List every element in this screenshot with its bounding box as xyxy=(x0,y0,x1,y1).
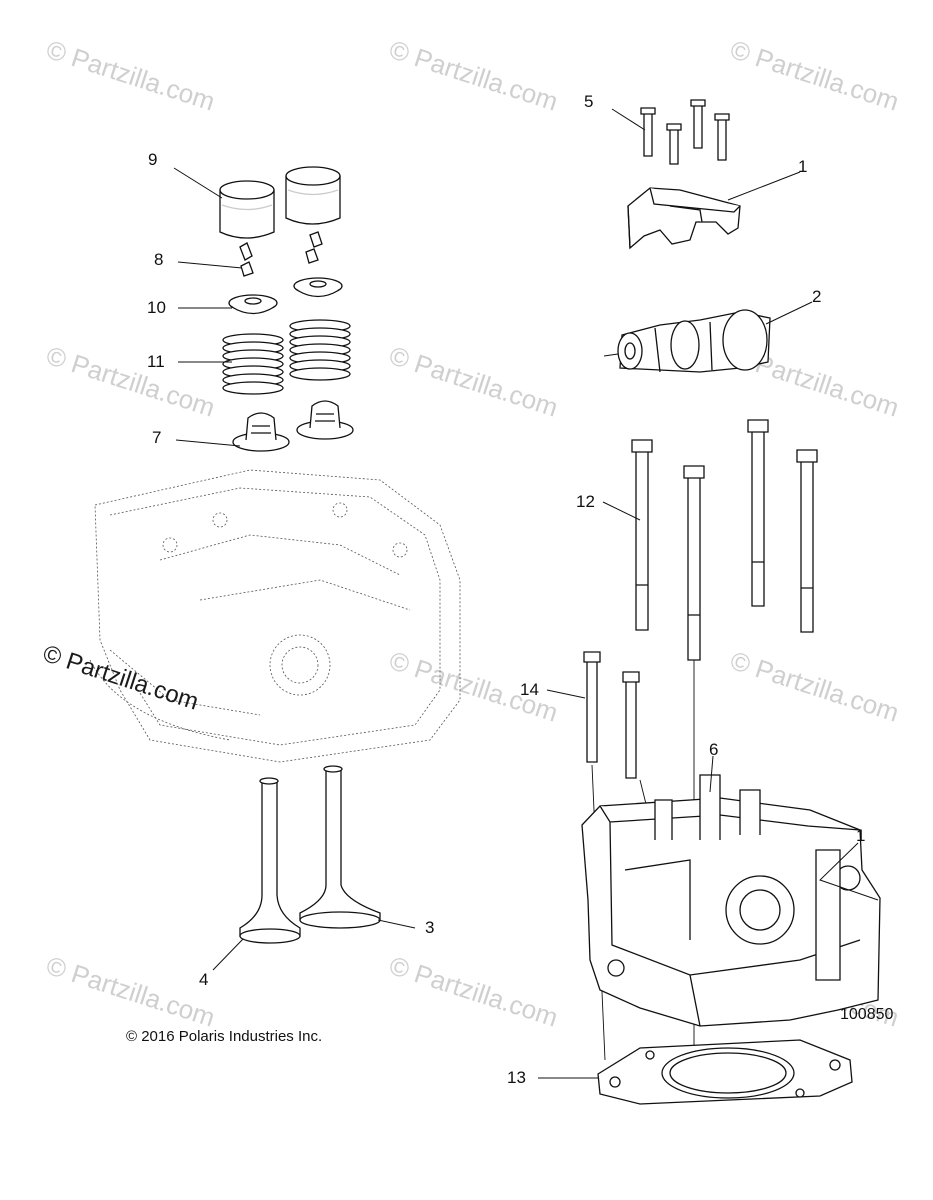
valve-spring-right xyxy=(289,319,351,381)
head-bolts-long xyxy=(631,419,818,661)
valve-spring-left xyxy=(222,333,284,395)
callout-2: 2 xyxy=(812,287,822,306)
copyright-notice: © 2016 Polaris Industries Inc. xyxy=(126,1028,323,1045)
callout-8: 8 xyxy=(154,250,164,269)
spring-coil xyxy=(222,381,284,395)
drawing-number: 100850 xyxy=(840,1006,894,1023)
callout-4: 4 xyxy=(199,970,209,989)
valve-keepers-right xyxy=(305,231,323,264)
callout-1-top: 1 xyxy=(798,157,808,176)
camshaft xyxy=(617,309,771,373)
spring-retainer-right xyxy=(293,277,343,298)
valve-keepers-left xyxy=(239,242,254,277)
cylinder-head-reference-outline xyxy=(89,469,461,763)
valve-stem-seal-right xyxy=(296,400,354,440)
spring-retainer-left xyxy=(228,294,278,315)
head-gasket xyxy=(597,1039,853,1105)
callout-3: 3 xyxy=(425,918,435,937)
callout-1-bottom: 1 xyxy=(856,826,866,845)
callout-11: 11 xyxy=(147,352,165,371)
cam-cap-bolts xyxy=(640,99,730,165)
tappet-right xyxy=(285,166,341,225)
tappet-left xyxy=(219,180,275,239)
callout-9: 9 xyxy=(148,150,158,169)
callout-5: 5 xyxy=(584,92,594,111)
camshaft-cap xyxy=(627,187,741,250)
leader-lines xyxy=(173,108,879,1079)
intake-valve xyxy=(239,777,301,944)
callout-7: 7 xyxy=(152,428,162,447)
cylinder-head xyxy=(581,774,881,1027)
callout-13: 13 xyxy=(507,1068,526,1087)
head-bolts-short xyxy=(583,651,640,779)
callout-14: 14 xyxy=(520,680,539,699)
callout-12: 12 xyxy=(576,492,595,511)
callout-6: 6 xyxy=(709,740,719,759)
spring-coil xyxy=(289,367,351,381)
exhaust-valve xyxy=(299,765,381,929)
callout-10: 10 xyxy=(147,298,166,317)
valve-stem-seal-left xyxy=(232,412,290,452)
